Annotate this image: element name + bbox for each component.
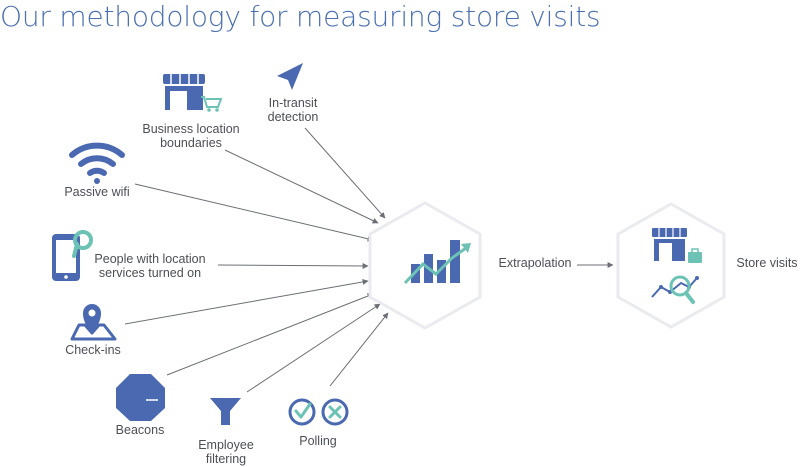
location-services-label: People with location services turned on — [94, 252, 206, 280]
arrow-check-ins — [124, 278, 369, 325]
in-transit-label: In-transit detection — [267, 96, 319, 124]
funnel-icon — [210, 398, 241, 425]
beacons-label: Beacons — [115, 423, 165, 437]
page-title: Our methodology for measuring store visi… — [0, 0, 601, 33]
arrow-employee-filtering — [246, 303, 381, 393]
business-location-label: Business location boundaries — [142, 122, 240, 150]
connector-arrows — [124, 127, 614, 393]
polling-check-x-icon — [288, 398, 349, 426]
store-visits-label: Store visits — [736, 256, 798, 270]
output-hexagon — [616, 202, 726, 329]
arrow-beacons — [166, 293, 374, 376]
store-visits-icon — [651, 228, 702, 304]
arrow-passive-wifi — [134, 183, 374, 242]
arrow-location-services — [217, 262, 369, 269]
map-pin-icon — [70, 304, 117, 341]
phone-location-icon — [52, 230, 93, 281]
extrapolation-label: Extrapolation — [498, 256, 572, 270]
polling-label: Polling — [299, 434, 337, 448]
employee-filtering-label: Employee filtering — [198, 438, 254, 466]
beacon-icon — [116, 374, 165, 421]
arrow-polling — [329, 312, 389, 387]
arrow-business-location — [224, 149, 379, 224]
navigation-arrow-icon — [277, 63, 303, 90]
wifi-icon — [69, 142, 125, 184]
storefront-cart-icon — [163, 74, 223, 112]
arrow-in-transit — [304, 127, 386, 219]
passive-wifi-label: Passive wifi — [64, 185, 130, 199]
check-ins-label: Check-ins — [65, 343, 121, 357]
bar-chart-trend-icon — [403, 240, 471, 285]
